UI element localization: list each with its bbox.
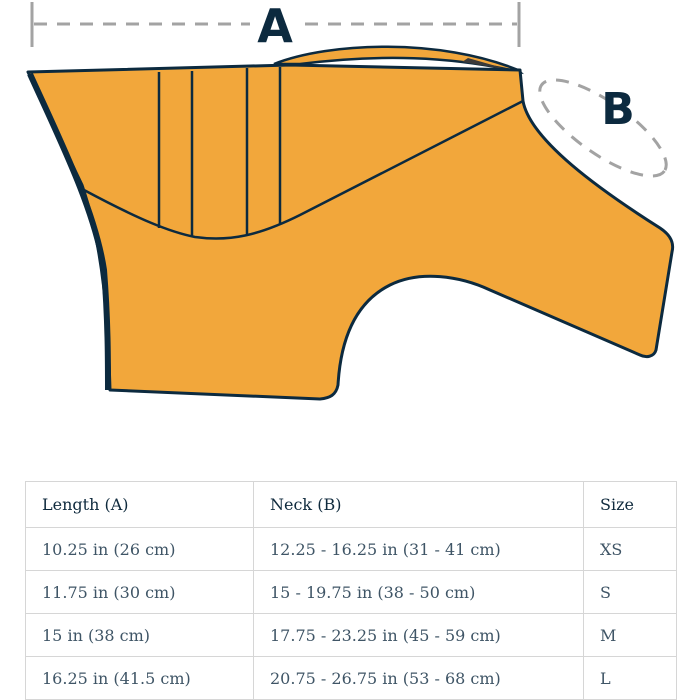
table-row: 16.25 in (41.5 cm) 20.75 - 26.75 in (53 … bbox=[25, 656, 677, 700]
header-length: Length (A) bbox=[25, 481, 254, 528]
cell-length: 16.25 in (41.5 cm) bbox=[25, 656, 254, 700]
table-header-row: Length (A) Neck (B) Size bbox=[25, 481, 677, 528]
cell-neck: 20.75 - 26.75 in (53 - 68 cm) bbox=[253, 656, 584, 700]
table-row: 11.75 in (30 cm) 15 - 19.75 in (38 - 50 … bbox=[25, 570, 677, 614]
vest-straps bbox=[157, 67, 282, 236]
dimension-a-line bbox=[30, 2, 521, 47]
cell-neck: 15 - 19.75 in (38 - 50 cm) bbox=[253, 570, 584, 614]
label-b: B bbox=[601, 84, 635, 135]
cell-size: XS bbox=[583, 527, 677, 571]
vest-body bbox=[26, 63, 675, 401]
header-neck: Neck (B) bbox=[253, 481, 584, 528]
cell-length: 10.25 in (26 cm) bbox=[25, 527, 254, 571]
life-jacket-diagram: A B bbox=[26, 0, 675, 401]
size-chart-table: Length (A) Neck (B) Size 10.25 in (26 cm… bbox=[25, 481, 677, 700]
cell-length: 11.75 in (30 cm) bbox=[25, 570, 254, 614]
vest-flap-seam bbox=[83, 99, 524, 240]
cell-neck: 17.75 - 23.25 in (45 - 59 cm) bbox=[253, 613, 584, 657]
header-size: Size bbox=[583, 481, 677, 528]
cell-size: M bbox=[583, 613, 677, 657]
cell-size: S bbox=[583, 570, 677, 614]
table-row: 10.25 in (26 cm) 12.25 - 16.25 in (31 - … bbox=[25, 527, 677, 571]
cell-neck: 12.25 - 16.25 in (31 - 41 cm) bbox=[253, 527, 584, 571]
handle-buckle bbox=[462, 58, 510, 70]
cell-size: L bbox=[583, 656, 677, 700]
cell-length: 15 in (38 cm) bbox=[25, 613, 254, 657]
label-a: A bbox=[257, 0, 293, 53]
dimension-b-ring bbox=[538, 78, 668, 178]
table-row: 15 in (38 cm) 17.75 - 23.25 in (45 - 59 … bbox=[25, 613, 677, 657]
